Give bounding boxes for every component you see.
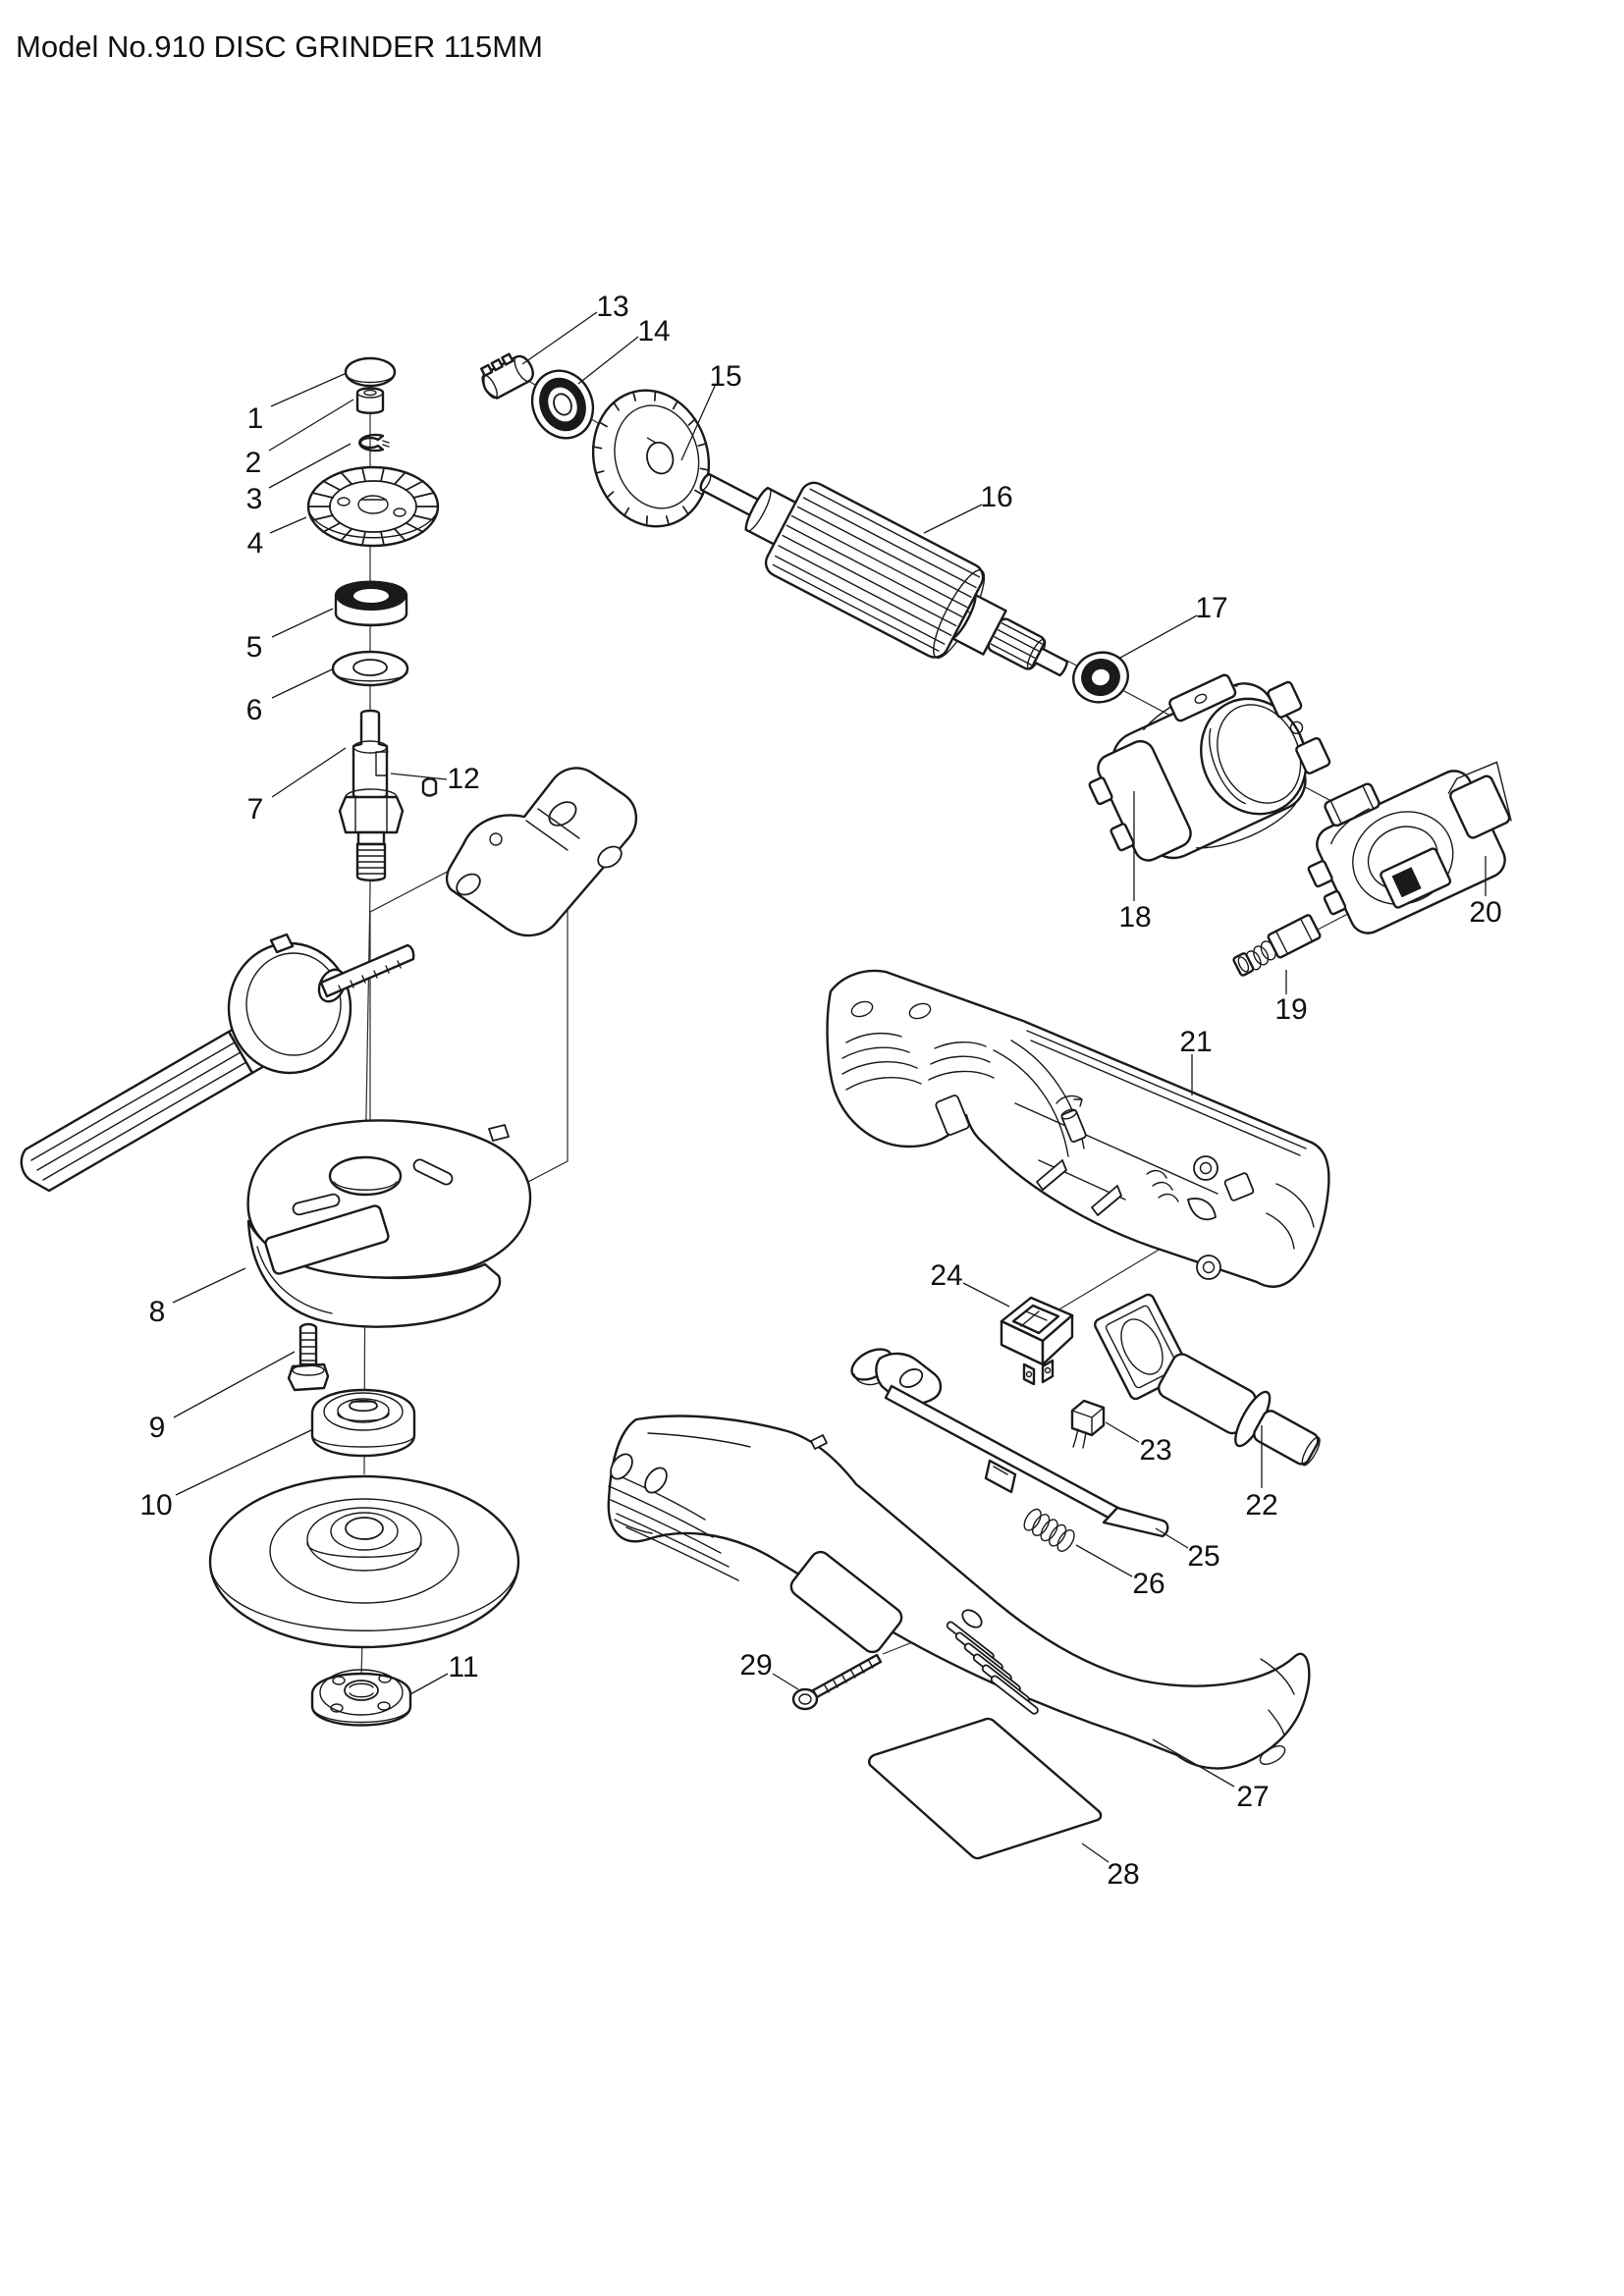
part-label-2: 2 (245, 447, 262, 479)
part-11-lock-nut (310, 1669, 412, 1727)
leader-line-10 (175, 1428, 314, 1496)
leader-line-13 (521, 311, 598, 365)
part-label-27: 27 (1236, 1781, 1269, 1813)
leader-line-25 (1155, 1527, 1189, 1549)
part-label-19: 19 (1274, 993, 1307, 1026)
part-8-wheel-guard (246, 1119, 532, 1328)
leader-line-15 (680, 383, 717, 461)
part-9-screw (287, 1322, 330, 1392)
part-26-spring (1023, 1508, 1075, 1552)
part-12-key (421, 777, 438, 797)
leader-line-2 (268, 399, 354, 452)
part-label-29: 29 (739, 1649, 772, 1682)
part-22-side-handle (1094, 1293, 1321, 1467)
part-10-inner-flange (310, 1388, 416, 1458)
leader-line-9 (173, 1351, 296, 1418)
spline-shaft (20, 1030, 254, 1193)
vent-grille (946, 1621, 1039, 1715)
part-label-28: 28 (1107, 1858, 1139, 1891)
part-7-spindle (338, 709, 405, 881)
part-15-spur-gear (591, 389, 711, 528)
leader-line-3 (268, 443, 352, 489)
part-28-name-plate (868, 1717, 1103, 1860)
leader-line-14 (577, 336, 639, 385)
part-label-10: 10 (139, 1489, 172, 1522)
leader-line-1 (270, 372, 348, 407)
part-25-slide-bar (850, 1348, 1169, 1538)
part-29-screw (791, 1653, 883, 1711)
part-3-retaining-ring (358, 433, 390, 453)
part-19-carbon-brush (1232, 914, 1322, 977)
part-label-15: 15 (709, 360, 741, 393)
leader-line-28 (1081, 1842, 1110, 1863)
part-label-24: 24 (930, 1259, 962, 1292)
part-label-8: 8 (149, 1296, 166, 1328)
part-label-17: 17 (1195, 592, 1227, 624)
part-label-26: 26 (1132, 1568, 1164, 1600)
leader-line-8 (172, 1267, 246, 1304)
leader-line-7 (271, 747, 347, 798)
part-label-20: 20 (1469, 896, 1501, 929)
part-17-bearing-ring (1072, 651, 1129, 704)
part-label-23: 23 (1139, 1434, 1171, 1467)
labels-layer: 1234567891011121314151617181920212223242… (139, 291, 1501, 1891)
part-label-12: 12 (447, 763, 479, 795)
part-23-capacitor (1070, 1399, 1106, 1449)
part-label-3: 3 (246, 483, 263, 515)
part-1-cap (344, 356, 397, 388)
part-24-switch (1000, 1296, 1074, 1386)
leader-line-4 (269, 516, 307, 534)
leader-line-6 (271, 668, 333, 699)
leader-line-23 (1105, 1421, 1140, 1443)
part-2-sleeve (355, 387, 385, 414)
part-label-1: 1 (247, 402, 264, 435)
part-label-9: 9 (149, 1412, 166, 1444)
part-label-4: 4 (247, 527, 264, 560)
part-18-field-stator (1088, 673, 1331, 862)
leader-line-16 (923, 504, 983, 534)
part-label-18: 18 (1118, 901, 1151, 934)
part-13-clutch-coupling (479, 352, 534, 400)
part-label-14: 14 (637, 315, 670, 347)
part-16-armature (699, 472, 1068, 677)
part-label-11: 11 (448, 1651, 478, 1683)
leader-line-24 (962, 1282, 1010, 1308)
part-6-washer (331, 650, 409, 687)
leader-line-26 (1075, 1544, 1133, 1577)
part-label-25: 25 (1187, 1540, 1219, 1573)
part-label-13: 13 (596, 291, 628, 323)
leader-line-29 (772, 1673, 799, 1690)
leader-line-11 (409, 1673, 449, 1695)
part-label-7: 7 (247, 793, 264, 826)
part-label-16: 16 (980, 481, 1012, 513)
part-21-upper-housing (826, 969, 1330, 1288)
part-label-21: 21 (1179, 1026, 1212, 1058)
leader-line-17 (1119, 614, 1198, 659)
part-14-ball-bearing (530, 369, 595, 440)
leader-line-27 (1152, 1738, 1235, 1788)
page-title: Model No.910 DISC GRINDER 115MM (16, 29, 543, 64)
leader-line-5 (271, 608, 334, 638)
part-4-bevel-gear (306, 465, 440, 548)
grinding-disc (208, 1474, 520, 1649)
part-label-6: 6 (246, 694, 263, 726)
leader-line-12 (390, 773, 448, 780)
part-5-bearing (334, 580, 408, 627)
mounting-bracket (445, 767, 637, 937)
bearing-box-assembly (20, 933, 415, 1193)
part-27-lower-housing (607, 1415, 1311, 1770)
part-label-5: 5 (246, 631, 263, 664)
part-20-brush-holder (1307, 761, 1512, 934)
part-label-22: 22 (1245, 1489, 1277, 1522)
